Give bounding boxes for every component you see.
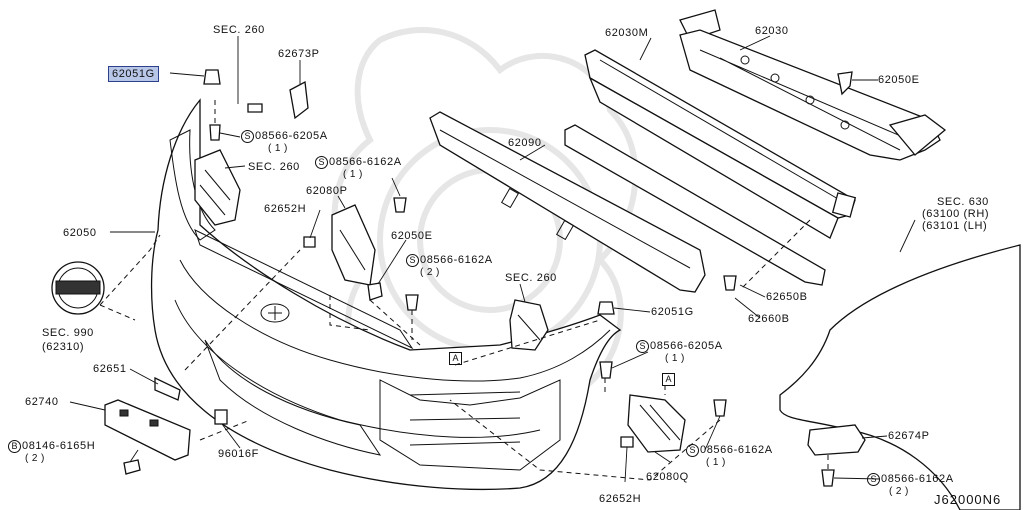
label-qty: ( 1 ) [343, 169, 363, 180]
absorber-62030[interactable] [679, 9, 947, 161]
label-62660B[interactable]: 62660B [748, 313, 790, 325]
s-prefix-icon: S [315, 156, 328, 169]
s-prefix-icon: S [636, 340, 649, 353]
label-62652H-a[interactable]: 62652H [264, 203, 307, 215]
bolts [123, 103, 835, 487]
part-number: 08146-6165H [22, 440, 96, 452]
part-number: 08566-6205A [650, 340, 723, 352]
clip-62050E-b[interactable] [837, 71, 853, 96]
clip-62051G-a[interactable] [203, 69, 221, 85]
part-number: 08566-6205A [255, 130, 328, 142]
diagram-code: J62000N6 [934, 492, 1002, 507]
bracket-left[interactable] [194, 149, 241, 226]
label-qty: ( 1 ) [706, 457, 726, 468]
ref-a-right[interactable]: A [662, 373, 675, 386]
bumper-fascia-62050[interactable] [150, 98, 622, 491]
label-sec990[interactable]: SEC. 990 [42, 327, 94, 339]
clip-62051G-b[interactable] [597, 301, 615, 315]
label-62050[interactable]: 62050 [63, 227, 97, 239]
sensor-62673P[interactable] [289, 80, 309, 120]
part-number: 08566-6162A [329, 156, 402, 168]
label-sec260-mid[interactable]: SEC. 260 [248, 161, 300, 173]
label-qty: ( 1 ) [268, 143, 288, 154]
label-62051G-b[interactable]: 62051G [651, 306, 694, 318]
assembly-dashes [99, 100, 829, 481]
emblem-62310[interactable] [51, 261, 105, 315]
label-62030[interactable]: 62030 [755, 25, 789, 37]
label-62090[interactable]: 62090 [508, 137, 542, 149]
label-62673P[interactable]: 62673P [278, 48, 320, 60]
label-sec260-top[interactable]: SEC. 260 [213, 24, 265, 36]
s-prefix-icon: S [241, 130, 254, 143]
bracket-62080Q[interactable] [627, 394, 686, 453]
label-qty: ( 2 ) [889, 486, 909, 497]
label-sec990-sub: (62310) [42, 341, 85, 353]
leader-lines [69, 35, 916, 483]
ref-a-box: A [449, 352, 462, 365]
label-62050E-b[interactable]: 62050E [878, 74, 920, 86]
s-prefix-icon: S [867, 473, 880, 486]
s-prefix-icon: S [406, 254, 419, 267]
bracket-62080P[interactable] [331, 204, 376, 286]
front-fender[interactable] [779, 244, 1021, 510]
stay-62090[interactable] [429, 111, 706, 293]
label-qty: ( 2 ) [420, 267, 440, 278]
label-62740[interactable]: 62740 [25, 396, 59, 408]
label-62650B[interactable]: 62650B [766, 291, 808, 303]
part-number: 08566-6162A [420, 254, 493, 266]
clip-96016F[interactable] [214, 409, 228, 425]
s-prefix-icon: S [686, 444, 699, 457]
label-62080Q[interactable]: 62080Q [646, 471, 689, 483]
license-bracket-62740[interactable] [104, 399, 191, 461]
b-prefix-icon: B [8, 440, 21, 453]
lower-bar[interactable] [564, 124, 826, 286]
ref-a-center[interactable]: A [449, 352, 462, 365]
ref-a-box: A [662, 373, 675, 386]
label-sec260-low[interactable]: SEC. 260 [505, 272, 557, 284]
label-62674P[interactable]: 62674P [888, 430, 930, 442]
label-sec630-rh: (63100 (RH) [922, 208, 990, 220]
label-62050E-a[interactable]: 62050E [391, 230, 433, 242]
part-number: 08566-6162A [700, 444, 773, 456]
label-62651[interactable]: 62651 [93, 363, 127, 375]
label-62652H-b[interactable]: 62652H [599, 493, 642, 505]
label-sec630-lh: (63101 (LH) [922, 220, 988, 232]
label-qty: ( 2 ) [25, 453, 45, 464]
label-62030M[interactable]: 62030M [605, 27, 649, 39]
label-sec630[interactable]: SEC. 630 [937, 196, 989, 208]
reinforcement-62030M[interactable] [584, 49, 857, 239]
label-qty: ( 1 ) [665, 353, 685, 364]
bracket-62674P[interactable] [807, 424, 866, 456]
cover-62651[interactable] [154, 376, 181, 401]
label-62051G-highlighted[interactable]: 62051G [108, 66, 159, 82]
part-number: 08566-6162A [881, 473, 954, 485]
clip-62050E-a[interactable] [367, 282, 383, 301]
bracket-center[interactable] [509, 299, 549, 351]
label-62080P[interactable]: 62080P [306, 185, 348, 197]
label-96016F[interactable]: 96016F [218, 448, 259, 460]
